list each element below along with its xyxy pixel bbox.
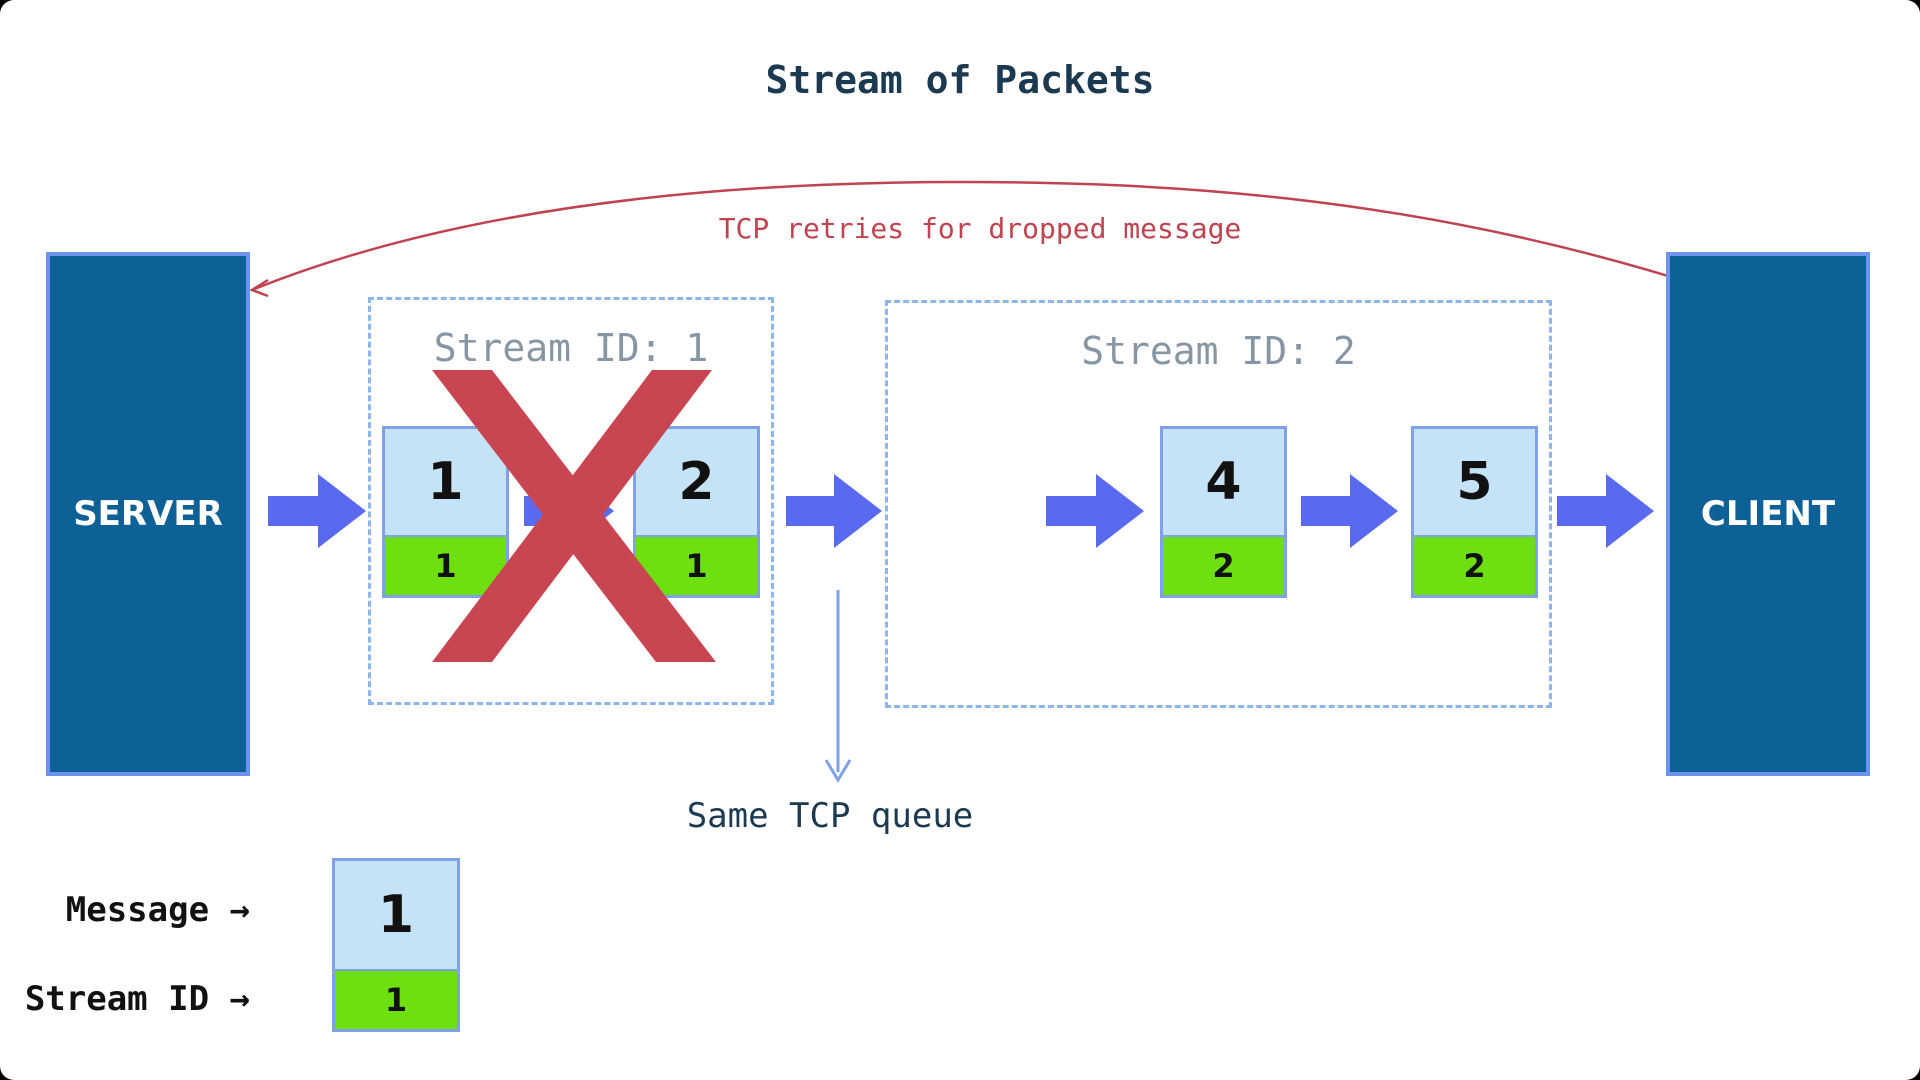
server-node: SERVER bbox=[46, 252, 250, 776]
packet-message-number: 4 bbox=[1205, 452, 1242, 513]
legend-message-label: Message → bbox=[65, 890, 250, 930]
packet-message-1: 1 1 bbox=[382, 426, 509, 598]
packet-message-number: 1 bbox=[427, 452, 464, 513]
flow-arrow-icon bbox=[1557, 474, 1654, 548]
legend-message-number: 1 bbox=[377, 884, 415, 945]
packet-stream-id: 1 bbox=[385, 535, 506, 595]
stream-group-1: Stream ID: 1 bbox=[368, 297, 774, 705]
stream-label-2: Stream ID: 2 bbox=[1081, 329, 1356, 373]
queue-label: Same TCP queue bbox=[686, 796, 974, 836]
flow-arrow-icon bbox=[268, 474, 366, 548]
packet-stream-id: 2 bbox=[1414, 535, 1535, 595]
stream-group-2: Stream ID: 2 bbox=[885, 300, 1552, 708]
packet-message-number: 5 bbox=[1456, 452, 1493, 513]
flow-arrow-icon bbox=[1301, 474, 1398, 548]
server-label: SERVER bbox=[73, 494, 223, 534]
legend-stream-id: 1 bbox=[335, 968, 457, 1029]
stream-label-1: Stream ID: 1 bbox=[433, 326, 709, 370]
legend-stream-id-label: Stream ID → bbox=[24, 979, 250, 1019]
packet-stream-id: 2 bbox=[1163, 535, 1284, 595]
flow-arrow-icon bbox=[1046, 474, 1144, 548]
packet-message-4: 4 2 bbox=[1160, 426, 1287, 598]
client-label: CLIENT bbox=[1700, 494, 1836, 534]
diagram-title: Stream of Packets bbox=[765, 58, 1155, 102]
client-node: CLIENT bbox=[1666, 252, 1870, 776]
flow-arrow-icon bbox=[786, 474, 882, 548]
legend-packet: 1 1 bbox=[332, 858, 460, 1032]
packet-message-2: 2 1 bbox=[633, 426, 760, 598]
packet-message-number: 2 bbox=[678, 452, 715, 513]
queue-arrow-icon bbox=[824, 759, 852, 783]
packet-message-5: 5 2 bbox=[1411, 426, 1538, 598]
retry-label: TCP retries for dropped message bbox=[718, 212, 1242, 245]
